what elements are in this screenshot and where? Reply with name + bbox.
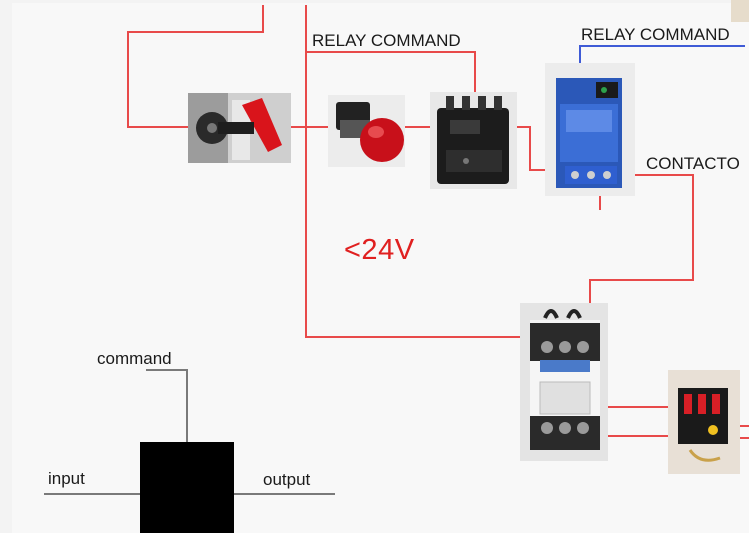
legend-black-box [140,442,234,533]
legend-command-label: command [97,349,172,368]
legend [44,369,335,533]
relay-module-photo [545,63,635,196]
legend-command-line [146,369,188,442]
wire-contactor-command [589,174,694,303]
red-mushroom-button-icon [360,118,404,162]
legend-output-label: output [263,470,311,489]
terminal-block-photo [668,370,740,474]
relay-command-label-1: RELAY COMMAND [312,31,461,50]
rotary-switch-photo [188,93,291,163]
relay-command-label-2: RELAY COMMAND [581,25,730,44]
corner-fragment [731,0,749,22]
legend-input-label: input [48,469,85,488]
red-wires [127,5,749,439]
wire-left-vertical [305,5,520,338]
relay-photo [430,92,517,189]
diagram-panel [12,3,749,533]
wire-relay-command [306,51,476,92]
emergency-stop-photo [328,95,405,167]
wire-blue-relay-command [579,45,745,63]
voltage-warning-label: <24V [344,234,415,266]
contactor-photo [520,303,608,461]
wire-relay-to-module [517,126,545,171]
wire-top-loop [127,5,264,128]
contactor-label: CONTACTO [646,154,740,173]
rotary-handle-icon [242,98,282,152]
